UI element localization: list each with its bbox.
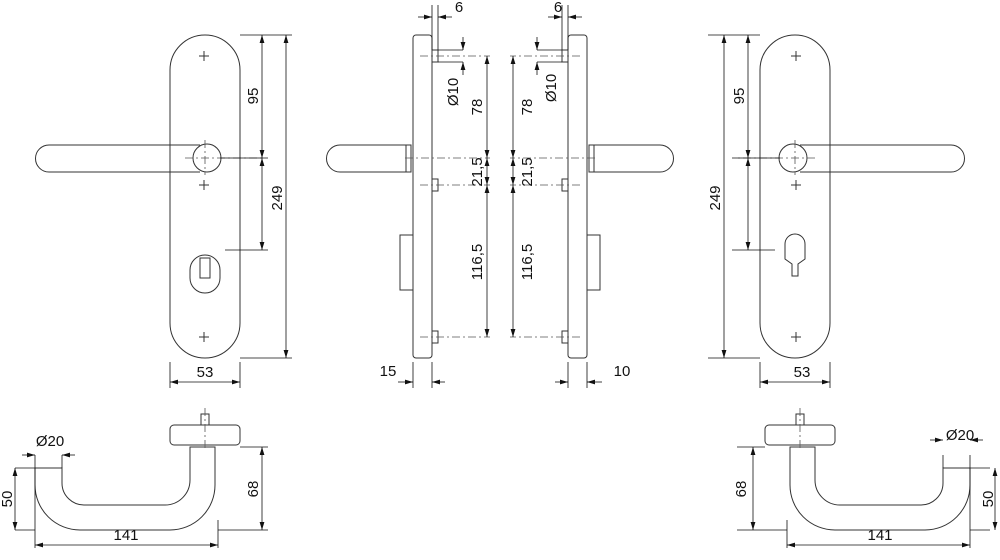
dim-78-right: 78 — [519, 99, 536, 116]
dim-d10-right: Ø10 — [543, 74, 560, 102]
dim-21-5-right: 21,5 — [519, 157, 536, 186]
handle-view-right — [736, 407, 998, 549]
dim-141-right: 141 — [867, 527, 892, 544]
dim-68-right: 68 — [733, 481, 750, 498]
dim-78-left: 78 — [469, 99, 486, 116]
dim-95-right: 95 — [731, 88, 748, 105]
dim-68-left: 68 — [245, 481, 262, 498]
dim-d10-left: Ø10 — [445, 78, 462, 106]
dim-53-left: 53 — [197, 364, 214, 381]
dim-53-right: 53 — [794, 364, 811, 381]
dim-95-left: 95 — [245, 88, 262, 105]
dim-50-left: 50 — [0, 491, 16, 508]
dim-116-5-right: 116,5 — [519, 244, 536, 280]
dim-141-left: 141 — [113, 527, 138, 544]
side-view-left — [326, 4, 491, 389]
dim-6-left: 6 — [455, 0, 463, 16]
dim-d20-left: Ø20 — [36, 433, 64, 450]
dim-d20-right: Ø20 — [946, 427, 974, 444]
dim-10-right: 10 — [614, 363, 631, 380]
dim-15-left: 15 — [380, 363, 397, 380]
dim-249-left: 249 — [269, 185, 286, 210]
dim-50-right: 50 — [980, 491, 997, 508]
front-view-left — [35, 34, 293, 389]
handle-view-left — [12, 407, 269, 549]
front-view-right — [707, 34, 965, 389]
dim-249-right: 249 — [707, 185, 724, 210]
dim-21-5-left: 21,5 — [469, 157, 486, 186]
dim-6-right: 6 — [554, 0, 562, 16]
side-view-right — [509, 4, 674, 389]
dim-116-5-left: 116,5 — [469, 244, 486, 280]
